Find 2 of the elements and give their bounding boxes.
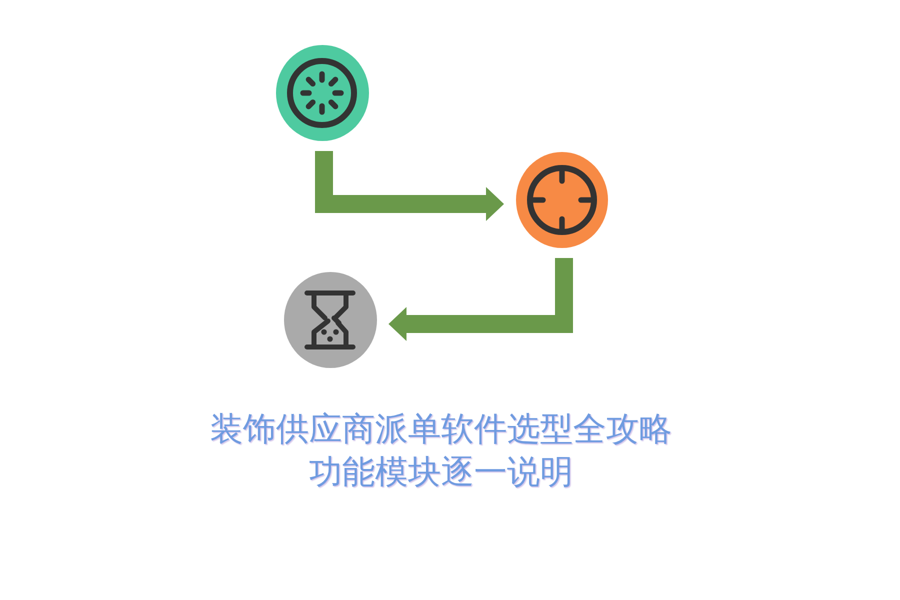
title: 装饰供应商派单软件选型全攻略功能模块逐一说明 <box>209 408 673 493</box>
arrow <box>388 258 573 341</box>
